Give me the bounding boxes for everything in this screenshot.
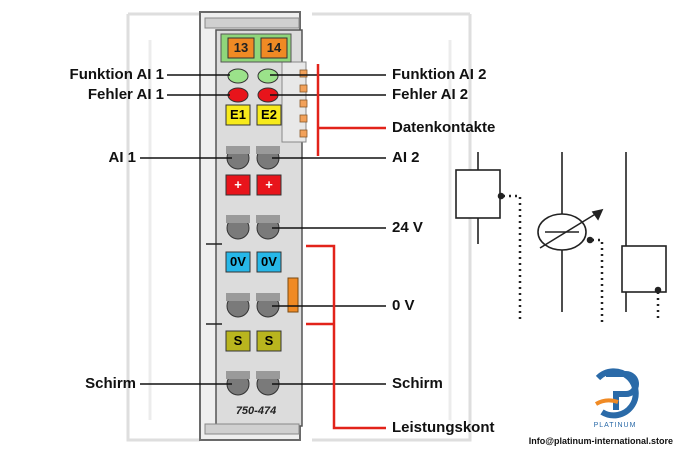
marker-s2-label: S (264, 333, 274, 348)
marker-0v-1 (225, 251, 251, 273)
sensor-symbol-resistor (455, 152, 522, 322)
marker-plus1-label: + (234, 177, 242, 192)
label-datenkontakte: Datenkontakte (392, 119, 496, 136)
terminal-13 (227, 37, 255, 59)
marker-0v1-label: 0V (230, 254, 246, 269)
sensor-symbol-load (621, 152, 667, 322)
sensor-symbol-variable-source (537, 152, 604, 322)
marker-plus2-label: + (265, 177, 273, 192)
label-funktion-ai1: Funktion AI 1 (69, 66, 164, 83)
leader-lines-left (140, 74, 232, 385)
label-leistungskont: Leistungskont (392, 419, 495, 436)
marker-0v2-label: 0V (261, 254, 277, 269)
label-fehler-ai2: Fehler AI 2 (392, 86, 469, 103)
din-rail-outline (126, 12, 472, 442)
clamps-ai (226, 146, 280, 170)
terminal-14-label: 14 (266, 40, 282, 55)
led-funktion-ai2 (257, 68, 279, 84)
label-0v: 0 V (392, 297, 415, 314)
clamps-0v (226, 293, 280, 318)
marker-e1-label: E1 (230, 107, 246, 122)
io-module (199, 11, 307, 441)
model-number: 750-474 (235, 405, 277, 417)
marker-s-1 (225, 330, 251, 352)
terminal-14 (260, 37, 288, 59)
label-ai2: AI 2 (392, 149, 420, 166)
data-contacts (299, 69, 308, 138)
label-schirm-right: Schirm (392, 375, 443, 392)
led-fehler-ai1 (227, 87, 249, 103)
terminal-13-label: 13 (233, 40, 249, 55)
power-jumper-contact (287, 277, 299, 313)
marker-e2-label: E2 (261, 107, 277, 122)
label-24v: 24 V (392, 219, 423, 236)
logo-brand-text: PLATINUM (593, 422, 637, 429)
label-ai1: AI 1 (108, 149, 136, 166)
clamps-24v (226, 215, 280, 240)
label-schirm-left: Schirm (85, 375, 136, 392)
marker-e1 (225, 104, 251, 126)
marker-plus-1 (225, 174, 251, 196)
platinum-logo (594, 368, 639, 419)
label-fehler-ai1: Fehler AI 1 (87, 86, 164, 103)
marker-s-2 (256, 330, 282, 352)
marker-0v-2 (256, 251, 282, 273)
marker-plus-2 (256, 174, 282, 196)
led-funktion-ai1 (227, 68, 249, 84)
marker-s1-label: S (233, 333, 243, 348)
label-funktion-ai2: Funktion AI 2 (392, 66, 487, 83)
leader-lines-right (270, 74, 386, 385)
contact-email: Info@platinum-international.store (528, 436, 673, 446)
bracket-leistungskontakte (306, 244, 386, 430)
bracket-datenkontakte (316, 64, 386, 156)
marker-e2 (256, 104, 282, 126)
